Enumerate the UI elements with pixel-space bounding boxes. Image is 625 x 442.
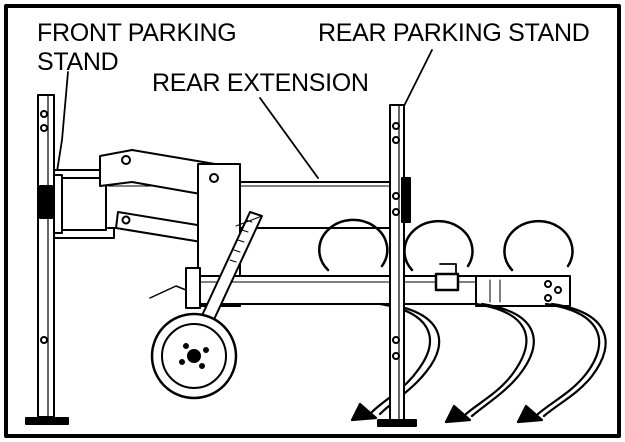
label-front-parking-stand-line1: FRONT PARKING bbox=[37, 19, 237, 47]
diagram-border bbox=[4, 4, 621, 438]
shank-clamp-block bbox=[475, 275, 571, 307]
toolbar bbox=[149, 267, 479, 309]
rear-parking-stand bbox=[377, 104, 417, 427]
leader-rear-stand bbox=[401, 49, 433, 111]
shank-springs bbox=[318, 218, 574, 292]
leader-lines bbox=[55, 49, 433, 179]
label-front-parking-stand-line2: STAND bbox=[37, 48, 119, 76]
label-rear-extension: REAR EXTENSION bbox=[152, 69, 369, 97]
leader-front-stand bbox=[55, 71, 69, 179]
label-rear-parking-stand: REAR PARKING STAND bbox=[318, 19, 590, 47]
front-parking-stand bbox=[25, 94, 69, 425]
leader-rear-extension bbox=[259, 97, 319, 179]
gauge-wheel bbox=[150, 312, 238, 400]
scale-ticks bbox=[229, 219, 253, 263]
